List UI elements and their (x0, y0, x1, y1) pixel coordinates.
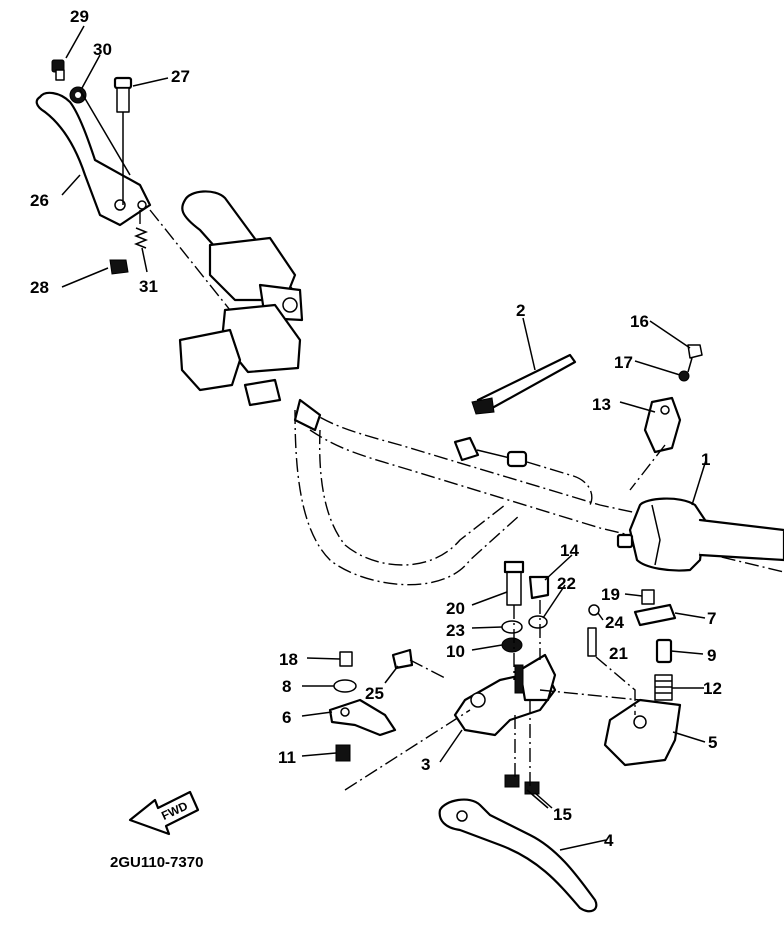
oring-24 (588, 604, 600, 616)
callout-2: 2 (516, 301, 525, 320)
brake-switch-bracket (328, 698, 397, 737)
cap-25 (391, 648, 414, 670)
callout-5: 5 (708, 733, 717, 752)
washer-23 (501, 620, 523, 634)
screw-18 (339, 651, 353, 667)
callout-labels: 29 30 27 26 28 31 2 16 17 13 1 14 22 20 … (30, 7, 722, 850)
washer-22 (528, 615, 548, 629)
switch-body (603, 698, 682, 767)
switch-holder (643, 396, 682, 454)
drawing-code: 2GU110-7370 (110, 854, 203, 871)
callout-7: 7 (707, 609, 716, 628)
callout-3: 3 (421, 755, 430, 774)
bolt-29 (51, 59, 65, 81)
callout-13: 13 (592, 395, 611, 414)
bolt-20 (503, 560, 525, 606)
nut-30 (69, 86, 87, 104)
nut-15 (504, 774, 540, 795)
screw-16 (687, 344, 703, 373)
callout-10: 10 (446, 642, 465, 661)
plunger-9 (655, 638, 673, 664)
cover-7 (633, 603, 677, 627)
callout-25: 25 (365, 684, 384, 703)
handlebar-switch (616, 497, 784, 572)
spring-31 (133, 227, 149, 249)
callout-15: 15 (553, 805, 572, 824)
nut-28 (109, 259, 129, 275)
callout-9: 9 (707, 646, 716, 665)
brake-lever (438, 798, 598, 913)
callout-6: 6 (282, 708, 291, 727)
washer-17 (678, 370, 690, 382)
callout-26: 26 (30, 191, 49, 210)
callout-30: 30 (93, 40, 112, 59)
callout-29: 29 (70, 7, 89, 26)
bolt-27 (113, 76, 133, 205)
callout-leaders (61, 25, 707, 851)
callout-16: 16 (630, 312, 649, 331)
lever-bracket (453, 653, 557, 737)
callout-14: 14 (560, 541, 579, 560)
handlebar (293, 398, 784, 586)
callout-1: 1 (701, 450, 710, 469)
nut-10 (501, 637, 523, 653)
clutch-lever (35, 91, 152, 227)
switch-cable-plug (453, 436, 593, 506)
callout-23: 23 (446, 621, 465, 640)
washer-8 (333, 679, 357, 693)
callout-21: 21 (609, 644, 628, 663)
callout-12: 12 (703, 679, 722, 698)
nut-11 (335, 744, 351, 762)
pin-21 (587, 627, 597, 657)
callout-28: 28 (30, 278, 49, 297)
collar-14 (528, 575, 550, 600)
forward-arrow-icon: FWD (128, 790, 200, 836)
callout-18: 18 (279, 650, 298, 669)
callout-17: 17 (614, 353, 633, 372)
callout-20: 20 (446, 599, 465, 618)
spring-12 (654, 674, 673, 701)
callout-11: 11 (278, 748, 296, 767)
callout-19: 19 (601, 585, 620, 604)
left-grip-assembly (149, 190, 304, 407)
screw-19 (641, 589, 655, 605)
callout-31: 31 (139, 277, 158, 296)
callout-8: 8 (282, 677, 291, 696)
callout-27: 27 (171, 67, 190, 86)
callout-24: 24 (605, 613, 624, 632)
callout-22: 22 (557, 574, 576, 593)
cable-band (471, 353, 577, 415)
callout-4: 4 (604, 831, 614, 850)
